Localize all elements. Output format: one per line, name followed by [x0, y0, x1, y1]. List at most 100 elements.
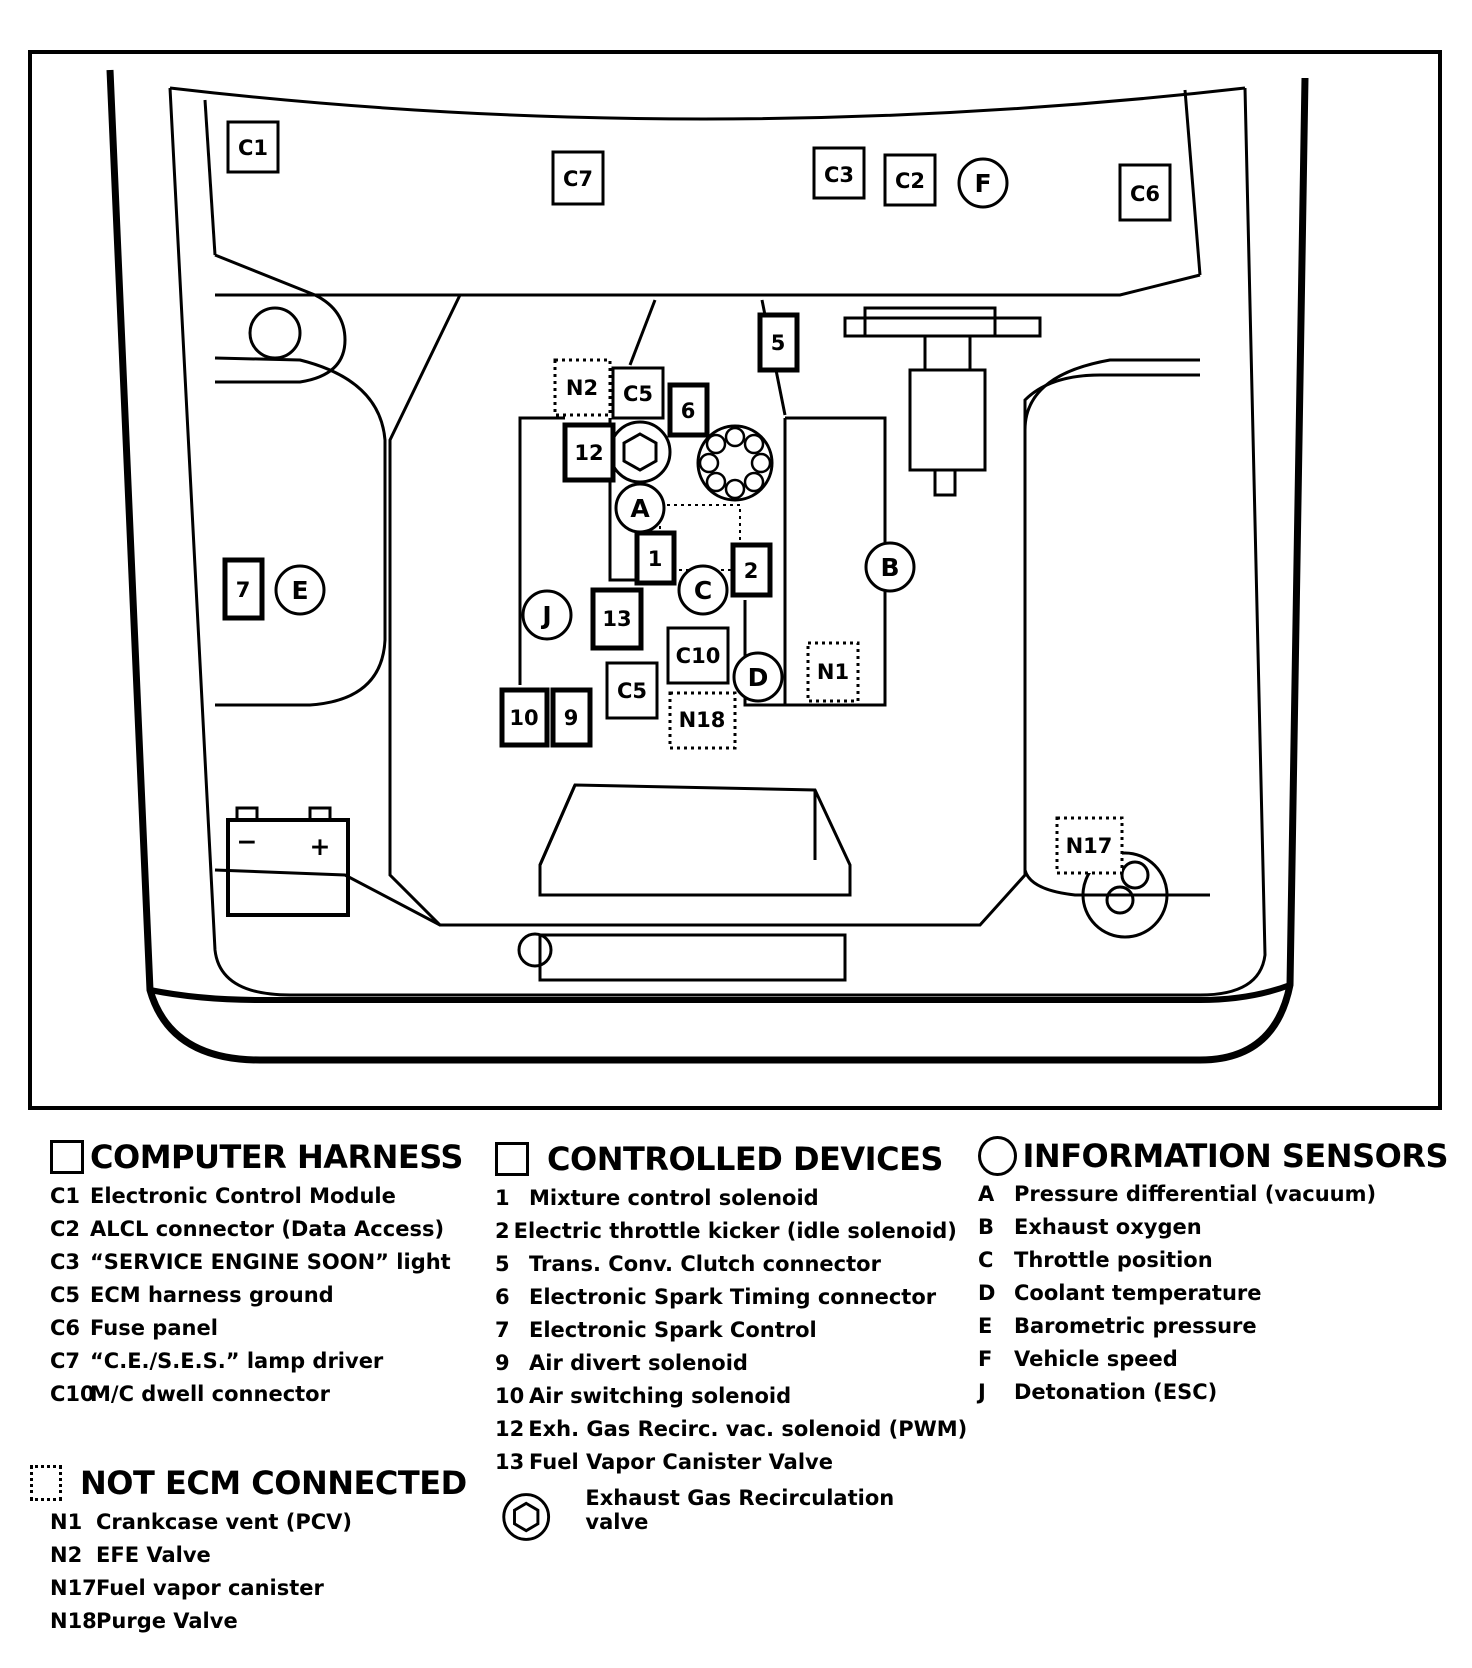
legend-item-code: 6 — [495, 1285, 510, 1309]
label-c6: C6 — [1130, 182, 1160, 206]
legend-item-code: C7 — [50, 1349, 81, 1373]
left-strut-mount — [248, 306, 302, 360]
battery-minus-label: − — [237, 827, 258, 856]
fuel-canister-port-2 — [1105, 885, 1135, 915]
legend-item-code: 10 — [495, 1384, 525, 1408]
label-12: 12 — [574, 441, 603, 465]
legend-item-label: Purge Valve — [96, 1609, 238, 1633]
label-n2: N2 — [566, 376, 598, 400]
legend-item-label: “SERVICE ENGINE SOON” light — [90, 1250, 451, 1274]
radiator-cap — [517, 932, 553, 968]
left-fender-outline — [106, 69, 1309, 1064]
fuel-canister-port-1 — [1120, 860, 1150, 890]
legend-item-code: C3 — [50, 1250, 81, 1274]
label-e: E — [291, 576, 308, 605]
label-c5-bottom: C5 — [617, 679, 647, 703]
right-inner-panel — [1023, 358, 1210, 897]
legend-item-label: Crankcase vent (PCV) — [96, 1510, 353, 1534]
legend-item-label: Electric throttle kicker (idle solenoid) — [513, 1219, 957, 1243]
engine-outline — [388, 294, 1200, 927]
legend-item-label: Barometric pressure — [1014, 1314, 1257, 1338]
label-6: 6 — [681, 399, 696, 423]
diagram-frame — [28, 50, 1442, 1110]
label-1: 1 — [648, 547, 663, 571]
label-c1: C1 — [238, 136, 268, 160]
comp-n17-box — [1055, 816, 1124, 875]
distributor-terminals — [698, 426, 772, 500]
label-j: J — [540, 601, 551, 630]
legend-item-code: C10 — [50, 1382, 95, 1406]
label-c10: C10 — [676, 644, 721, 668]
legend-item-label: ALCL connector (Data Access) — [90, 1217, 445, 1241]
label-n18: N18 — [679, 708, 726, 732]
label-13: 13 — [602, 607, 631, 631]
label-5: 5 — [771, 331, 786, 355]
firewall-edge-left — [203, 99, 217, 256]
master-cylinder-port — [933, 468, 957, 497]
label-9: 9 — [564, 706, 579, 730]
legend-item-code: C5 — [50, 1283, 81, 1307]
comp-n18-box — [668, 691, 737, 750]
label-c5-top: C5 — [623, 382, 653, 406]
sensor-c-circle — [677, 564, 729, 616]
battery — [226, 818, 350, 917]
battery-post-neg — [235, 806, 259, 822]
legend-item-label: Fuel Vapor Canister Valve — [529, 1450, 833, 1474]
sensor-a-circle — [614, 482, 666, 534]
legend-item: C7“C.E./S.E.S.” lamp driver — [50, 1345, 470, 1378]
label-b: B — [880, 553, 899, 582]
left-strut-tower — [215, 293, 347, 384]
legend-item-label: Mixture control solenoid — [529, 1186, 819, 1210]
legend-item-code: 2 — [495, 1219, 510, 1243]
legend-item-label: Electronic Control Module — [90, 1184, 396, 1208]
label-n1: N1 — [817, 660, 849, 684]
legend-item-code: D — [978, 1281, 996, 1305]
label-f: F — [974, 169, 991, 198]
egr-valve-engine — [608, 420, 672, 484]
legend-item-code: 7 — [495, 1318, 510, 1342]
sensor-d-circle — [732, 651, 784, 703]
label-n17: N17 — [1066, 834, 1113, 858]
legend-item: C1 Electronic Control Module — [50, 1180, 470, 1213]
legend-item-code: C6 — [50, 1316, 81, 1340]
comp-c5-bottom-box — [605, 661, 659, 720]
master-cylinder — [908, 368, 987, 472]
legend-information-sensors-title: INFORMATION SENSORS — [1022, 1137, 1449, 1175]
label-c3: C3 — [824, 163, 854, 187]
legend-item-label: Fuel vapor canister — [96, 1576, 324, 1600]
comp-1-box — [634, 530, 677, 586]
legend-item-label: Fuse panel — [90, 1316, 218, 1340]
legend-item: C3 “SERVICE ENGINE SOON” light — [50, 1246, 470, 1279]
legend-item-code: N2 — [50, 1543, 83, 1567]
legend-item-label: Pressure differential (vacuum) — [1014, 1182, 1377, 1206]
sensor-j-circle — [521, 589, 573, 641]
legend-information-sensors-heading: INFORMATION SENSORS — [978, 1136, 1448, 1176]
comp-12-box — [562, 422, 616, 483]
comp-c1-box — [226, 120, 280, 174]
legend-item: C6 Fuse panel — [50, 1312, 470, 1345]
fuel-canister — [1081, 851, 1169, 939]
firewall-edge-right — [1183, 89, 1202, 276]
front-valance — [149, 982, 1292, 1003]
square-symbol-icon — [495, 1142, 529, 1176]
comp-10-box — [499, 687, 550, 748]
legend-item-code: C1 — [50, 1184, 81, 1208]
